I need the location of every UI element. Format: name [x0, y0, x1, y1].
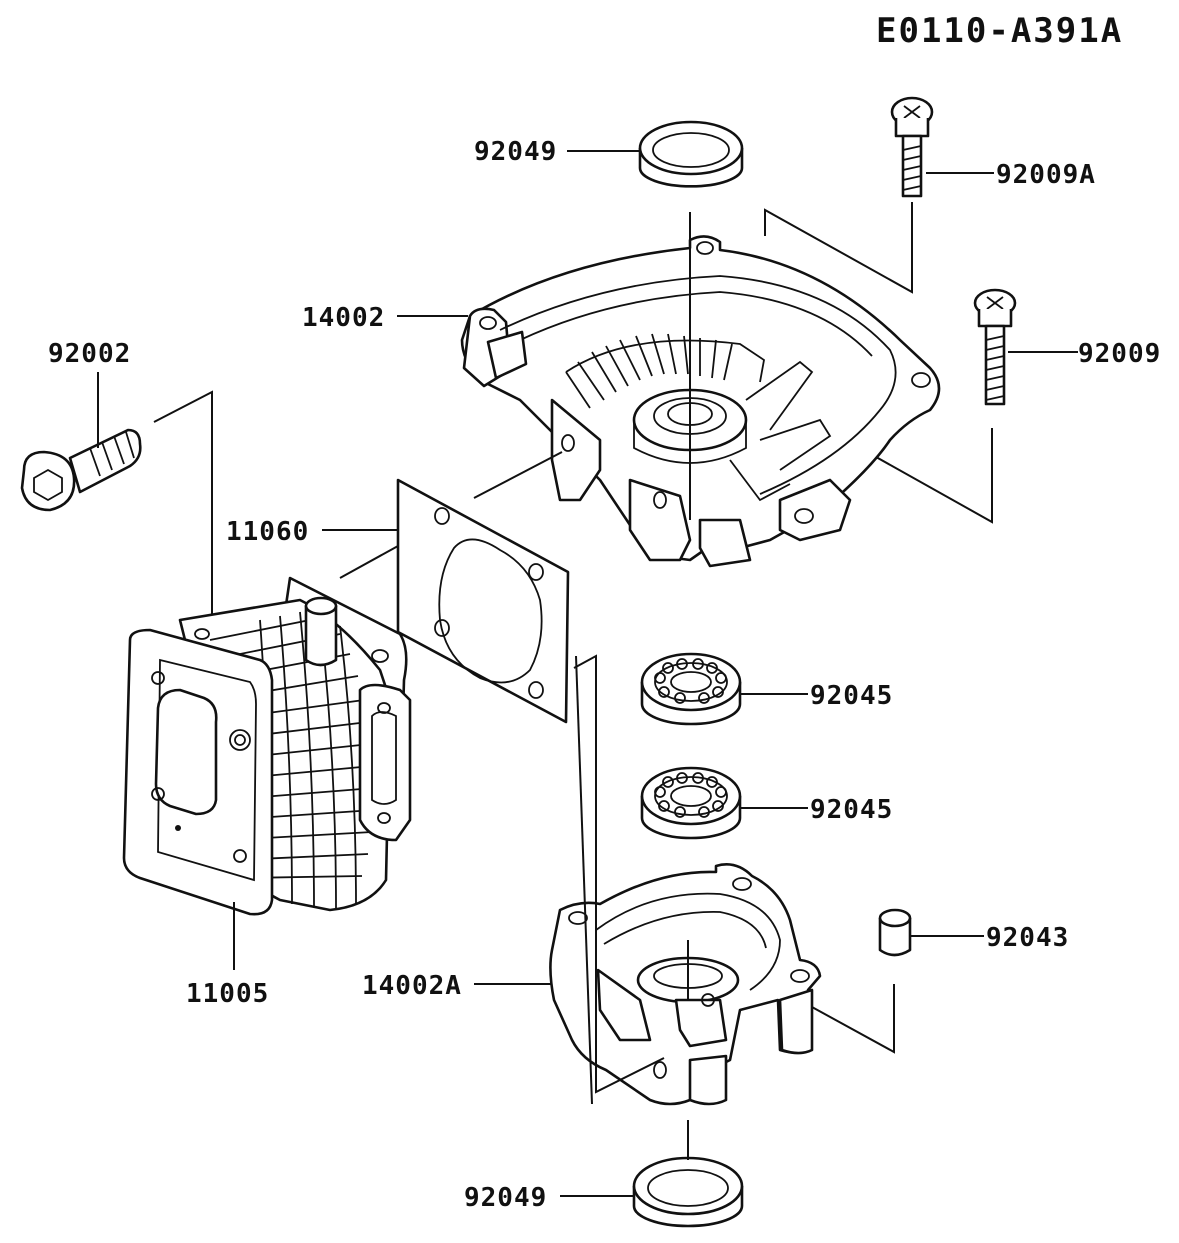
crankcase-upper [460, 235, 941, 568]
screw-92009a [890, 96, 934, 198]
label-pin: 92043 [986, 923, 1069, 953]
oil-seal-bottom [632, 1156, 744, 1228]
label-crankcase-lower: 14002A [362, 971, 462, 1001]
dowel-pin [878, 908, 912, 957]
oil-seal-top [638, 120, 744, 188]
diagram-reference: E0110-A391A [876, 11, 1123, 51]
label-bolt: 92002 [48, 339, 131, 369]
crankcase-lower [549, 863, 822, 1106]
label-bearing-lower: 92045 [810, 795, 893, 825]
label-screw-9: 92009 [1078, 339, 1161, 369]
label-cylinder: 11005 [186, 979, 269, 1009]
label-screw-9a: 92009A [996, 160, 1096, 190]
screw-92009 [973, 288, 1017, 406]
cylinder-11005 [122, 576, 412, 916]
bolt-92002 [20, 428, 142, 512]
label-bearing-upper: 92045 [810, 681, 893, 711]
bearing-upper [640, 652, 742, 726]
label-seal-top: 92049 [474, 137, 557, 167]
bearing-lower [640, 766, 742, 840]
label-crankcase-upper: 14002 [302, 303, 385, 333]
label-seal-bottom: 92049 [464, 1183, 547, 1213]
label-gasket: 11060 [226, 517, 309, 547]
gasket-11060 [396, 478, 570, 724]
